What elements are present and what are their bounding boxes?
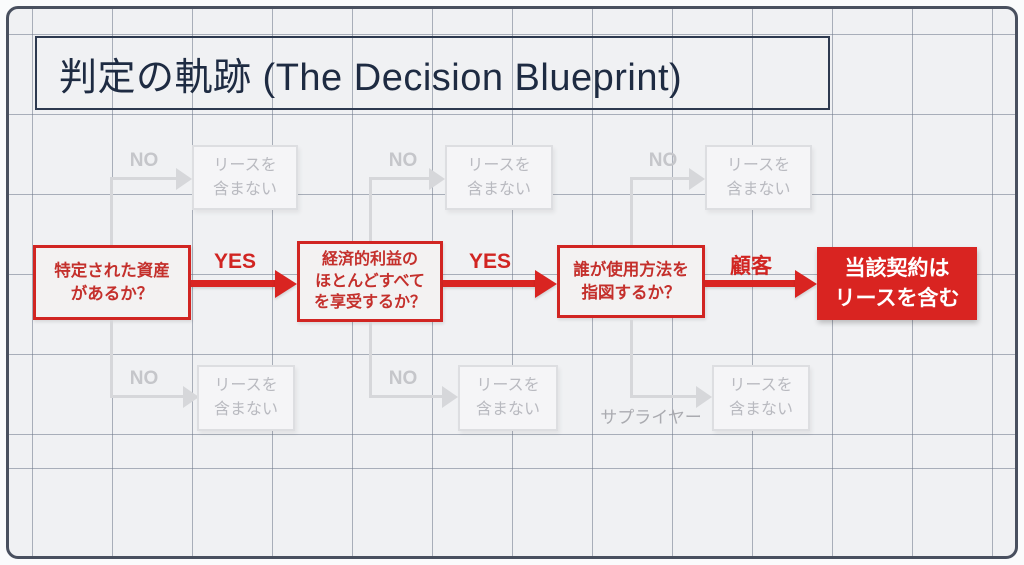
arrow-head-icon bbox=[696, 386, 712, 408]
elbow-connector bbox=[369, 177, 429, 180]
no-label-bottom-1: NO bbox=[129, 368, 159, 389]
elbow-connector bbox=[110, 395, 183, 398]
supplier-label: サプライヤー bbox=[600, 408, 702, 427]
customer-label: 顧客 bbox=[730, 255, 772, 278]
arrow-head-icon bbox=[429, 168, 445, 190]
elbow-connector bbox=[369, 395, 444, 398]
elbow-connector bbox=[110, 177, 178, 180]
arrow-head-icon bbox=[535, 270, 557, 298]
arrow-head-icon bbox=[795, 270, 817, 298]
arrow-head-icon bbox=[176, 168, 192, 190]
elbow-connector bbox=[110, 320, 113, 398]
decision-node-identified-asset: 特定された資産 があるか？ bbox=[33, 245, 191, 320]
arrow-head-icon bbox=[183, 386, 199, 408]
arrow-head-icon bbox=[689, 168, 705, 190]
no-lease-node-bottom-2: リースを 含まない bbox=[458, 365, 558, 431]
elbow-connector bbox=[369, 177, 372, 243]
grid-line bbox=[9, 468, 1015, 469]
elbow-connector bbox=[110, 177, 113, 245]
no-lease-node-bottom-3: リースを 含まない bbox=[712, 365, 810, 431]
no-lease-node-bottom-1: リースを 含まない bbox=[197, 365, 295, 431]
yes-label-2: YES bbox=[468, 250, 512, 273]
customer-arrow bbox=[705, 280, 797, 287]
title-box: 判定の軌跡 (The Decision Blueprint) bbox=[35, 36, 830, 110]
grid-line bbox=[9, 434, 1015, 435]
no-label-top-3: NO bbox=[648, 150, 678, 171]
result-node-contains-lease: 当該契約は リースを含む bbox=[817, 247, 977, 320]
elbow-connector bbox=[369, 322, 372, 398]
elbow-connector bbox=[630, 177, 689, 180]
elbow-connector bbox=[630, 395, 696, 398]
no-lease-node-top-2: リースを 含まない bbox=[445, 145, 553, 210]
no-lease-node-top-3: リースを 含まない bbox=[705, 145, 812, 210]
no-label-bottom-2: NO bbox=[388, 368, 418, 389]
grid-line bbox=[9, 274, 1015, 275]
grid-line bbox=[9, 114, 1015, 115]
elbow-connector bbox=[630, 320, 633, 398]
no-label-top-1: NO bbox=[129, 150, 159, 171]
arrow-head-icon bbox=[275, 270, 297, 298]
yes-arrow-2 bbox=[443, 280, 537, 287]
page-title: 判定の軌跡 (The Decision Blueprint) bbox=[59, 56, 683, 99]
elbow-connector bbox=[630, 177, 633, 245]
grid-line bbox=[9, 34, 1015, 35]
yes-label-1: YES bbox=[213, 250, 257, 273]
decision-node-who-directs-use: 誰が使用方法を 指図するか？ bbox=[557, 245, 705, 318]
grid-line bbox=[9, 354, 1015, 355]
no-label-top-2: NO bbox=[388, 150, 418, 171]
arrow-head-icon bbox=[442, 386, 458, 408]
no-lease-node-top-1: リースを 含まない bbox=[192, 145, 298, 210]
decision-node-economic-benefits: 経済的利益の ほとんどすべて を享受するか？ bbox=[297, 241, 443, 322]
yes-arrow-1 bbox=[191, 280, 277, 287]
